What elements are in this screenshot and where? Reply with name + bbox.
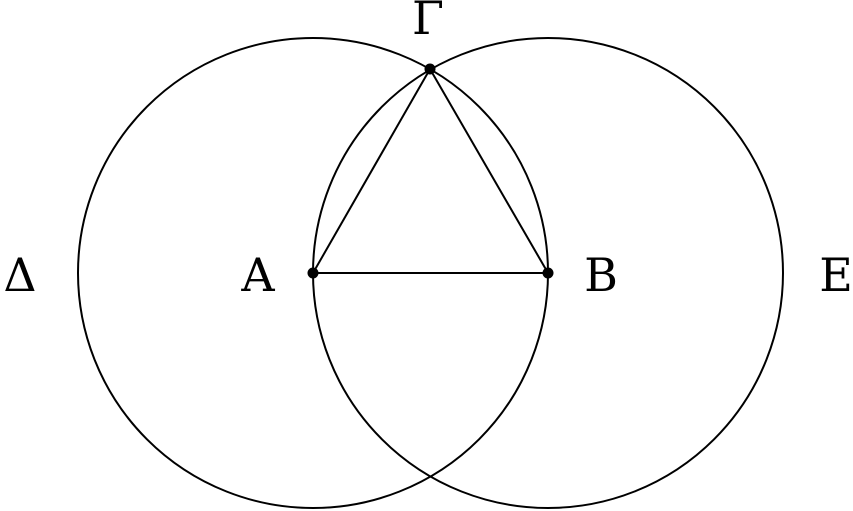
label-e: E	[819, 248, 853, 302]
point-b	[542, 267, 554, 279]
label-a: A	[240, 248, 275, 302]
segment-b-gamma	[429, 68, 549, 274]
label-delta: Δ	[3, 248, 36, 302]
point-a	[307, 267, 319, 279]
point-gamma	[424, 63, 436, 75]
segment-a-gamma	[312, 68, 431, 274]
label-gamma: Γ	[412, 0, 444, 45]
label-b: B	[584, 248, 618, 302]
